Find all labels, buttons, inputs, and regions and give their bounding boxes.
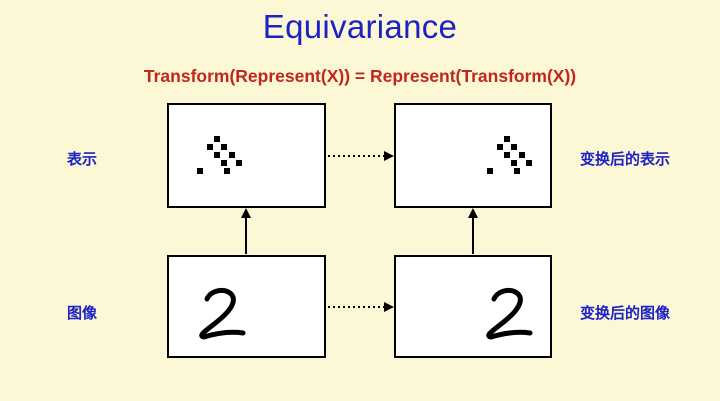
pixel-pattern	[197, 136, 242, 174]
pixel	[221, 144, 227, 150]
label-representation: 表示	[67, 150, 98, 168]
pixel	[229, 152, 235, 158]
pixel	[504, 136, 510, 142]
handwritten-digit-icon	[199, 288, 246, 340]
pixel	[197, 168, 203, 174]
pixel	[207, 144, 213, 150]
label-transformed-representation: 变换后的表示	[580, 150, 671, 168]
label-transformed-image: 变换后的图像	[580, 304, 671, 322]
representation-pixels	[197, 136, 242, 174]
representation-box	[167, 103, 326, 208]
label-image: 图像	[67, 304, 98, 322]
pixel	[236, 160, 242, 166]
pixel	[504, 152, 510, 158]
equivariance-equation: Transform(Represent(X)) = Represent(Tran…	[143, 66, 577, 86]
pixel	[214, 152, 220, 158]
transformed-representation-box	[394, 103, 552, 208]
pixel-pattern-shifted	[487, 136, 532, 174]
pixel	[514, 168, 520, 174]
pixel	[511, 144, 517, 150]
pixel	[497, 144, 503, 150]
pixel	[511, 160, 517, 166]
pixel	[526, 160, 532, 166]
handwritten-digit-shifted-icon	[486, 288, 533, 340]
pixel	[224, 168, 230, 174]
slide-title: Equivariance	[262, 8, 458, 45]
transformed-representation-pixels	[487, 136, 532, 174]
pixel	[519, 152, 525, 158]
pixel	[221, 160, 227, 166]
image-box	[167, 255, 326, 358]
pixel	[487, 168, 493, 174]
pixel	[214, 136, 220, 142]
transformed-image-box	[394, 255, 552, 358]
